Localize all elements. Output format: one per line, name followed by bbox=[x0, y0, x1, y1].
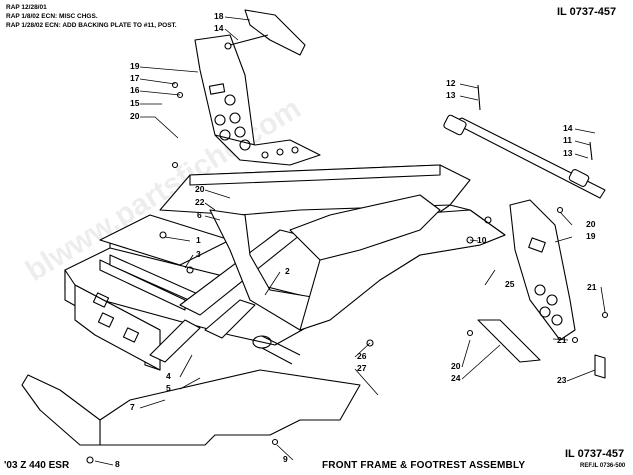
callout-27: 27 bbox=[357, 363, 367, 373]
callout-20: 20 bbox=[195, 184, 205, 194]
revision-line-3: RAP 1/28/02 ECN: ADD BACKING PLATE TO #1… bbox=[6, 22, 177, 29]
callout-9: 9 bbox=[283, 454, 288, 464]
callout-22: 22 bbox=[195, 197, 205, 207]
callout-18: 18 bbox=[214, 11, 224, 21]
callout-13: 13 bbox=[563, 148, 573, 158]
callout-14: 14 bbox=[563, 123, 573, 133]
callout-2: 2 bbox=[285, 266, 290, 276]
illustration-id-top: IL 0737-457 bbox=[557, 6, 617, 18]
callout-24: 24 bbox=[451, 373, 461, 383]
callout-4: 4 bbox=[166, 371, 171, 381]
callout-17: 17 bbox=[130, 73, 140, 83]
callout-10: 10 bbox=[477, 235, 487, 245]
callout-11: 11 bbox=[563, 135, 572, 145]
callout-20: 20 bbox=[451, 361, 461, 371]
diagram-title: FRONT FRAME & FOOTREST ASSEMBLY bbox=[322, 460, 526, 471]
leader-lines bbox=[94, 16, 606, 466]
callout-21: 21 bbox=[587, 282, 597, 292]
callout-25: 25 bbox=[505, 279, 515, 289]
callout-7: 7 bbox=[130, 402, 135, 412]
callout-16: 16 bbox=[130, 85, 140, 95]
left-footrest bbox=[194, 34, 321, 166]
tunnel-frame bbox=[159, 164, 506, 331]
callout-13: 13 bbox=[446, 90, 456, 100]
callout-14: 14 bbox=[214, 23, 224, 33]
right-footrest bbox=[477, 199, 606, 379]
callout-6: 6 bbox=[197, 210, 202, 220]
steering-post bbox=[443, 84, 606, 199]
callout-23: 23 bbox=[557, 375, 567, 385]
callout-20: 20 bbox=[130, 111, 140, 121]
model-label: '03 Z 440 ESR bbox=[4, 460, 70, 471]
callout-26: 26 bbox=[357, 351, 367, 361]
callout-1: 1 bbox=[196, 235, 201, 245]
illustration-id-bottom: IL 0737-457 bbox=[565, 448, 625, 460]
revision-line-1: RAP 12/28/01 bbox=[6, 4, 47, 11]
callout-3: 3 bbox=[196, 249, 201, 259]
callout-15: 15 bbox=[130, 98, 140, 108]
upper-bracket bbox=[224, 9, 306, 56]
reference-id: REF.IL 0736-500 bbox=[580, 463, 626, 469]
callout-21: 21 bbox=[557, 335, 567, 345]
callout-8: 8 bbox=[115, 459, 120, 469]
callout-19: 19 bbox=[130, 61, 140, 71]
callout-20: 20 bbox=[586, 219, 596, 229]
callout-19: 19 bbox=[586, 231, 596, 241]
callout-5: 5 bbox=[166, 383, 171, 393]
callout-12: 12 bbox=[446, 78, 456, 88]
belly-pan bbox=[21, 369, 361, 446]
revision-line-2: RAP 1/8/02 ECN: MISC CHGS. bbox=[6, 13, 98, 20]
